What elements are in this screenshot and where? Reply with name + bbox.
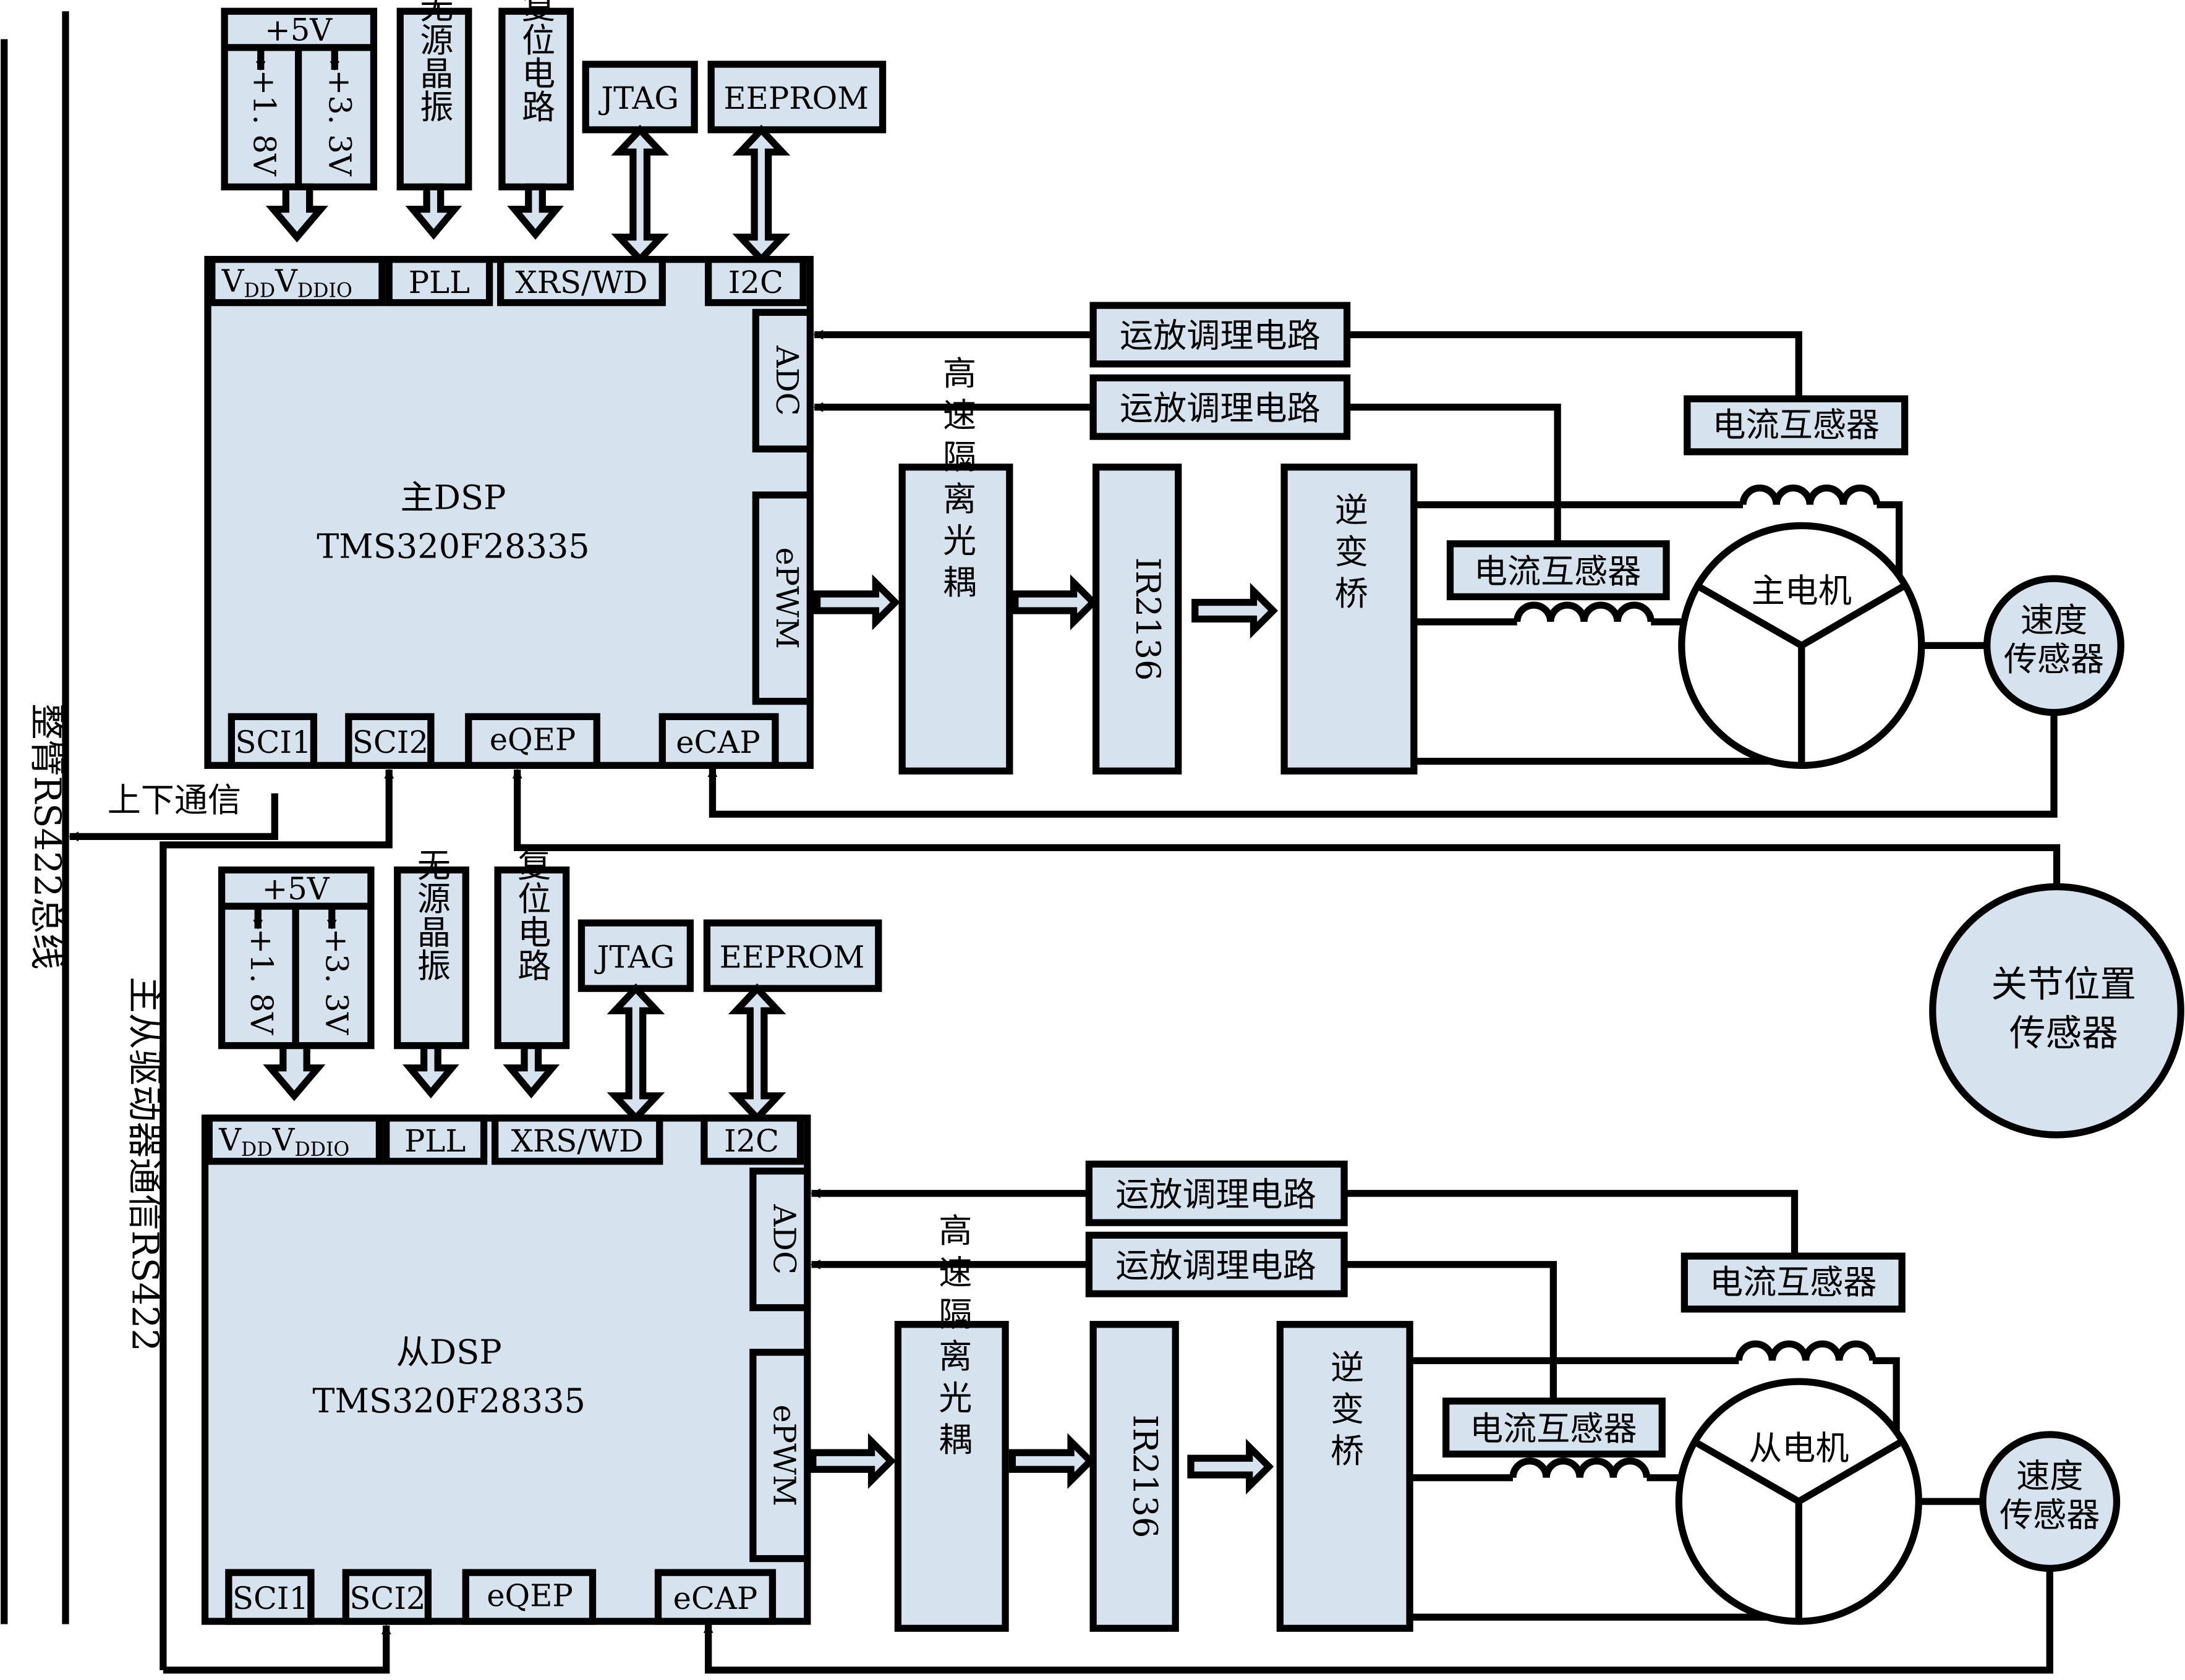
current-sensor-label-d: 电流互感器 — [1470, 1409, 1637, 1448]
driver-label: IR2136 — [1128, 558, 1167, 681]
optocoupler-label: 高速隔离光耦 — [937, 355, 976, 606]
current-sensor-box-c — [1680, 1252, 1906, 1313]
opamp-label-2: 运放调理电路 — [1120, 389, 1321, 428]
optocoupler-box-slave — [894, 1321, 1009, 1632]
optocoupler-label-slave: 高速隔离光耦 — [933, 1213, 972, 1464]
ecap-pin-slave: eCAP — [673, 1580, 758, 1616]
jtag-label-slave: JTAG — [594, 939, 675, 975]
speed-sensor-label-slave-2: 传感器 — [2000, 1496, 2100, 1535]
eeprom-box — [707, 61, 887, 134]
eeprom-label-slave: EEPROM — [720, 939, 865, 975]
vdd-pin: VDDVDDIO — [221, 263, 352, 302]
driver-box — [1092, 464, 1182, 775]
current-sensor-label-a: 电流互感器 — [1713, 405, 1880, 444]
sci1-pin-slave: SCI1 — [232, 1580, 309, 1616]
current-sensor-label-b: 电流互感器 — [1474, 552, 1642, 591]
slave-dsp-model: TMS320F28335 — [312, 1381, 586, 1420]
adc-pin: ADC — [769, 345, 805, 416]
sci2-pin: SCI2 — [352, 724, 428, 760]
crystal-box — [396, 7, 472, 191]
joint-sensor-label-1: 关节位置 — [1991, 964, 2137, 1006]
opamp-label-4: 运放调理电路 — [1115, 1246, 1316, 1285]
power-1v8-label-slave: +1. 8V — [244, 928, 279, 1035]
opamp-label-1: 运放调理电路 — [1120, 316, 1321, 355]
xrs-pin: XRS/WD — [515, 265, 647, 300]
rs422-bus-label: 整臂RS422总线 — [26, 703, 68, 970]
opamp-label-3: 运放调理电路 — [1115, 1175, 1316, 1214]
crystal-box-slave — [394, 866, 469, 1050]
current-sensor-label-c: 电流互感器 — [1710, 1263, 1877, 1302]
opamp-box-3 — [1085, 1160, 1348, 1226]
joint-sensor-link — [512, 768, 2061, 888]
power-5v-label-slave: +5V — [262, 871, 330, 907]
slave-motor-label: 从电机 — [1748, 1428, 1849, 1467]
driver-box-slave — [1089, 1321, 1179, 1632]
epwm-pin-slave: ePWM — [767, 1404, 803, 1506]
power-1v8-label: +1. 8V — [246, 70, 282, 177]
reset-label-slave: 复位电路 — [512, 847, 551, 981]
i2c-pin: I2C — [728, 265, 783, 300]
ecap-pin: eCAP — [676, 724, 760, 760]
master-dsp-model: TMS320F28335 — [317, 527, 590, 566]
power-3v3-label-slave: +3. 3V — [319, 928, 355, 1035]
updown-comm-line — [69, 793, 278, 842]
speed-sensor-label-1: 速度 — [2021, 601, 2087, 640]
pll-pin-slave: PLL — [404, 1123, 466, 1159]
current-sensor-box-a — [1684, 395, 1909, 456]
optocoupler-box — [898, 464, 1013, 775]
slave-dsp-name: 从DSP — [396, 1333, 502, 1372]
adc-pin-slave: ADC — [767, 1203, 803, 1275]
inverter-box — [1280, 464, 1418, 775]
crystal-label-slave: 无源晶振 — [411, 847, 450, 981]
sci2-link-bottom — [163, 1624, 391, 1674]
reset-label: 复位电路 — [516, 0, 555, 123]
driver-label-slave: IR2136 — [1126, 1415, 1165, 1538]
vdd-pin-slave: VDDVDDIO — [218, 1122, 349, 1161]
inverter-label-slave: 逆变桥 — [1325, 1349, 1364, 1475]
epwm-pin: ePWM — [769, 547, 805, 649]
current-sensor-box-d — [1442, 1398, 1666, 1458]
xrs-pin-slave: XRS/WD — [511, 1123, 644, 1159]
jtag-box-slave — [577, 919, 694, 992]
crystal-label: 无源晶振 — [414, 0, 453, 123]
i2c-pin-slave: I2C — [724, 1123, 779, 1159]
jtag-label: JTAG — [598, 80, 679, 116]
power-5v-label: +5V — [265, 12, 333, 48]
sci2-link-top — [160, 768, 394, 1671]
joint-position-sensor — [1929, 883, 2184, 1139]
eeprom-label: EEPROM — [723, 80, 869, 116]
pll-pin: PLL — [409, 265, 470, 300]
joint-sensor-label-2: 传感器 — [2009, 1012, 2118, 1054]
master-slave-comm-label: 主从驱动器通信RS422 — [124, 977, 166, 1352]
speed-sensor-label-slave-1: 速度 — [2016, 1457, 2083, 1496]
eqep-pin: eQEP — [490, 722, 576, 758]
slave-dsp-box — [201, 1114, 811, 1625]
speed-sensor-label-2: 传感器 — [2004, 640, 2104, 679]
master-dsp-name: 主DSP — [400, 478, 506, 517]
sci2-pin-slave: SCI2 — [349, 1580, 425, 1616]
master-motor-label: 主电机 — [1752, 571, 1852, 610]
inverter-box-slave — [1276, 1321, 1413, 1632]
power-3v3-label: +3. 3V — [322, 70, 357, 177]
reset-box — [498, 7, 574, 191]
master-dsp-box — [204, 256, 814, 769]
current-sensor-box-b — [1446, 540, 1670, 601]
inverter-label: 逆变桥 — [1329, 492, 1368, 617]
slave-unit: +5V +1. 8V +3. 3V 无源晶振 复位电路 JTAG EEPROM … — [201, 847, 2121, 1674]
master-unit: +5V +1. 8V +3. 3V 无源晶振 复位电路 JTAG EEPROM … — [204, 0, 2124, 818]
sci1-pin: SCI1 — [235, 724, 311, 760]
eqep-pin-slave: eQEP — [487, 1577, 573, 1613]
eeprom-box-slave — [703, 919, 882, 992]
updown-comm-label: 上下通信 — [108, 781, 241, 820]
